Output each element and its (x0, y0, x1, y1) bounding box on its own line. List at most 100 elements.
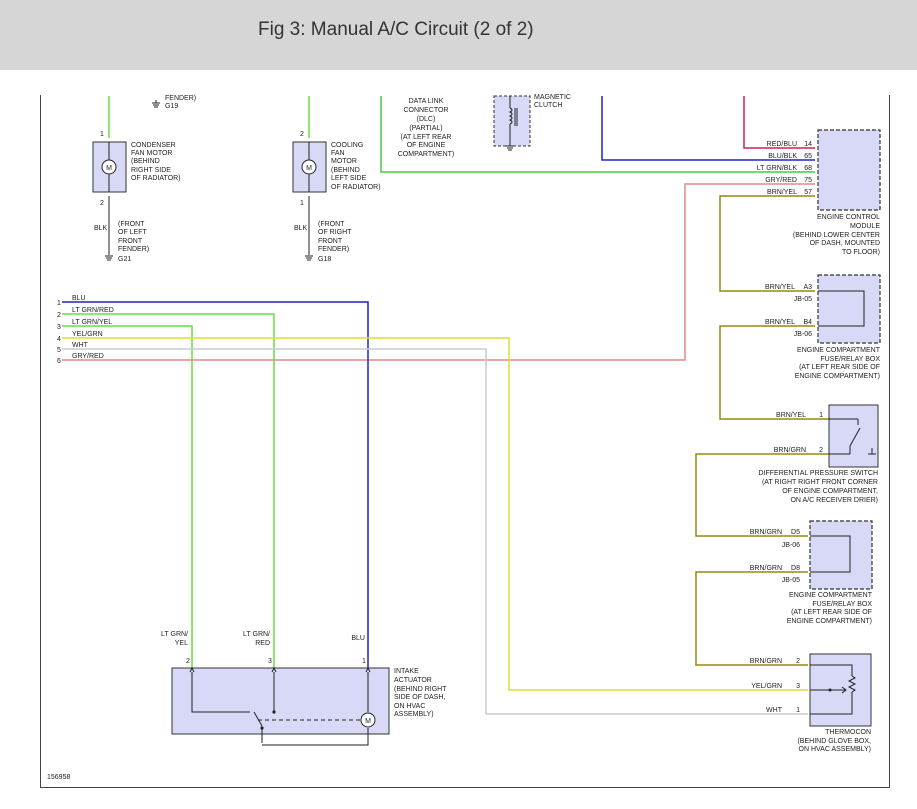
ecm-label-2: (BEHIND LOWER CENTER (793, 232, 880, 239)
cooling-motor-symbol: M (306, 165, 312, 172)
dlc-label-5: OF ENGINE (407, 142, 446, 149)
ecm-pin-1: 65 (804, 153, 812, 160)
clutch-label-1: CLUTCH (534, 102, 562, 109)
ia-pin-1: 3 (268, 658, 272, 665)
ia-wire-label-1b: RED (255, 640, 270, 647)
fb1-jb-0: JB-05 (794, 296, 812, 303)
ecm-box (817, 129, 881, 211)
tc-wire-2: WHT (766, 707, 783, 714)
fuse-relay-box-1: BRN/YEL A3 JB-05 BRN/YEL B4 JB-06 ENGINE… (765, 274, 881, 380)
wire-lt-grn-blk (380, 96, 815, 173)
fb1-label-0: ENGINE COMPARTMENT (797, 347, 881, 354)
cooling-label-2: MOTOR (331, 158, 357, 165)
clutch-coil-icon (506, 96, 518, 151)
tc-pin-1: 3 (796, 683, 800, 690)
ia-pin-0: 2 (186, 658, 190, 665)
thermocon: BRN/GRN 2 YEL/GRN 3 WHT 1 THERMOCON (BEH… (750, 653, 872, 753)
tc-wire-1: YEL/GRN (751, 683, 782, 690)
fuse-box-2-rect (809, 520, 873, 590)
fuse-box-1-rect (817, 274, 881, 344)
ecm-label-1: MODULE (850, 223, 880, 230)
wires (62, 96, 850, 715)
fb2-label-0: ENGINE COMPARTMENT (789, 592, 873, 599)
wire-brn-grn-switch (695, 453, 850, 537)
ia-wire-label-0b: YEL (175, 640, 188, 647)
ia-label-5: ASSEMBLY) (394, 711, 434, 718)
tc-label-1: (BEHIND GLOVE BOX, (797, 738, 871, 745)
ecm-wire-3: GRY/RED (765, 177, 797, 184)
ecm-pin-2: 68 (804, 165, 812, 172)
ps-label-2: OF ENGINE COMPARTMENT, (782, 488, 878, 495)
wire-yel-grn (62, 337, 808, 691)
fb1-label-2: (AT LEFT REAR SIDE OF (799, 364, 880, 371)
bus-wire-3: LT GRN/YEL (72, 319, 112, 326)
ground-symbol-icon (152, 100, 160, 108)
tc-label-2: ON HVAC ASSEMBLY) (799, 746, 871, 753)
figure-id: 156958 (47, 774, 70, 781)
fb2-label-2: (AT LEFT REAR SIDE OF (791, 609, 872, 616)
ecm-wire-0: RED/BLU (767, 141, 797, 148)
ecm-label-0: ENGINE CONTROL (817, 214, 880, 221)
cooling-ground-0: (FRONT (318, 221, 345, 228)
ecm-wire-2: LT GRN/BLK (757, 165, 798, 172)
ecm-wire-1: BLU/BLK (768, 153, 797, 160)
fb2-pin-0: D5 (791, 529, 800, 536)
bus-pin-3: 3 (57, 324, 61, 331)
bus-pin-5: 5 (57, 347, 61, 354)
ia-pin-2: 1 (362, 658, 366, 665)
ecm-pin-0: 14 (804, 141, 812, 148)
fb1-wire-0: BRN/YEL (765, 284, 795, 291)
fb1-label-1: FUSE/RELAY BOX (820, 356, 880, 363)
fb2-wire-0: BRN/GRN (750, 529, 782, 536)
fb2-pin-1: D8 (791, 565, 800, 572)
ps-wire-1: BRN/GRN (774, 447, 806, 454)
wire-lt-grn-yel (62, 325, 193, 668)
fb1-jb-1: JB-06 (794, 331, 812, 338)
condenser-ground-0: (FRONT (118, 221, 145, 228)
condenser-label-0: CONDENSER (131, 142, 176, 149)
page-title: Fig 3: Manual A/C Circuit (2 of 2) (258, 19, 534, 40)
ecm-label-3: OF DASH, MOUNTED (810, 240, 880, 247)
condenser-label-3: RIGHT SIDE (131, 167, 171, 174)
condenser-label-2: (BEHIND (131, 158, 160, 165)
left-bus-labels: 1 BLU 2 LT GRN/RED 3 LT GRN/YEL 4 YEL/GR… (57, 295, 114, 365)
cooling-label-3: (BEHIND (331, 167, 360, 174)
top-fragments: FENDER) G19 DATA LINK CONNECTOR (DLC) (P… (152, 94, 571, 158)
wire-brn-yel-switch (719, 325, 850, 420)
pressure-switch-box (828, 404, 879, 468)
intake-actuator-box (171, 667, 390, 735)
intake-actuator: LT GRN/ YEL LT GRN/ RED BLU 2 3 1 M INTA… (161, 631, 447, 746)
cooling-label-0: COOLING (331, 142, 363, 149)
bus-wire-5: WHT (72, 342, 89, 349)
condenser-fan-motor: 1 M 2 CONDENSER FAN MOTOR (BEHIND RIGHT … (92, 131, 181, 263)
condenser-motor-symbol: M (106, 165, 112, 172)
ia-wire-label-0a: LT GRN/ (161, 631, 188, 638)
ia-label-1: ACTUATOR (394, 677, 432, 684)
cooling-label-1: FAN (331, 150, 345, 157)
ia-label-4: ON HVAC (394, 703, 425, 710)
cooling-ground-3: FENDER) (318, 246, 349, 253)
wire-brn-grn-thermocon (695, 571, 808, 666)
wire-brn-yel-ecm (719, 195, 815, 292)
header-bar: Fig 3: Manual A/C Circuit (2 of 2) (0, 0, 917, 70)
engine-control-module: RED/BLU 14 BLU/BLK 65 LT GRN/BLK 68 GRY/… (757, 129, 881, 256)
condenser-pin-bottom: 2 (100, 200, 104, 207)
condenser-ground-2: FRONT (118, 238, 143, 245)
bus-wire-1: BLU (72, 295, 86, 302)
switch-icon (829, 418, 876, 455)
fb2-jb-1: JB-05 (782, 577, 800, 584)
condenser-label-1: FAN MOTOR (131, 150, 172, 157)
wire-lt-grn-red (62, 313, 275, 668)
fuse-relay-box-2: BRN/GRN D5 JB-06 BRN/GRN D8 JB-05 ENGINE… (750, 520, 873, 625)
ecm-label-4: TO FLOOR) (842, 249, 880, 256)
ps-label-0: DIFFERENTIAL PRESSURE SWITCH (758, 470, 878, 477)
ground-symbol-icon (305, 255, 313, 261)
ia-label-0: INTAKE (394, 668, 419, 675)
ia-label-3: SIDE OF DASH, (394, 694, 445, 701)
cooling-pin-bottom: 1 (300, 200, 304, 207)
bus-pin-4: 4 (57, 336, 61, 343)
ground-g18: G18 (318, 256, 331, 263)
cooling-ground-2: FRONT (318, 238, 343, 245)
dlc-label-6: COMPARTMENT) (398, 151, 455, 158)
fb2-label-3: ENGINE COMPARTMENT) (787, 618, 872, 625)
